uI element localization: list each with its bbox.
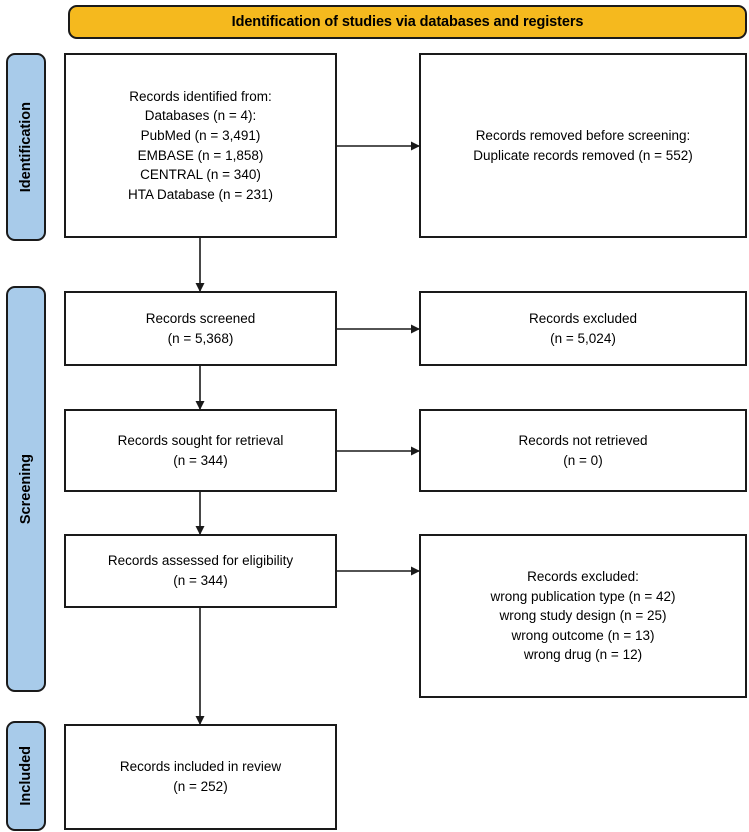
stage-label-included-text: Included (18, 746, 34, 806)
text-line: Records excluded (528, 310, 638, 326)
text-line: Records not retrieved (518, 432, 648, 448)
box-records-sought-for-retrieval: Records sought for retrieval (n = 344) (64, 409, 337, 492)
text-line: (n = 344) (173, 573, 228, 588)
text-line: wrong drug (n = 12) (523, 647, 643, 663)
text-line: Records included in review (119, 759, 282, 775)
text-line: Records assessed for eligibility (107, 553, 294, 569)
box-records-removed-before-screening-lines: Records removed before screening: Duplica… (429, 126, 737, 165)
text-line: (n = 0) (563, 452, 603, 468)
stage-label-screening: Screening (6, 286, 46, 692)
text-line: (n = 344) (173, 452, 228, 468)
box-records-included-in-review: Records included in review (n = 252) (64, 724, 337, 830)
box-records-included-in-review-lines: Records included in review (n = 252) (74, 757, 327, 796)
phase-banner-identification: Identification of studies via databases … (68, 5, 747, 39)
text-line: (n = 5,024) (550, 330, 616, 346)
box-records-sought-for-retrieval-lines: Records sought for retrieval (n = 344) (74, 431, 327, 470)
text-line: wrong outcome (n = 13) (511, 627, 655, 643)
text-line: wrong study design (n = 25) (499, 608, 667, 624)
text-line: Records removed before screening: (475, 127, 691, 143)
box-records-screened-lines: Records screened (n = 5,368) (74, 309, 327, 348)
box-records-not-retrieved: Records not retrieved (n = 0) (419, 409, 747, 492)
text-line: PubMed (n = 3,491) (140, 127, 261, 143)
box-records-excluded: Records excluded (n = 5,024) (419, 291, 747, 366)
text-line: Records sought for retrieval (117, 432, 284, 448)
text-line: wrong publication type (n = 42) (490, 588, 676, 604)
text-line: (n = 5,368) (167, 330, 234, 346)
box-records-assessed-for-eligibility-lines: Records assessed for eligibility (n = 344… (74, 551, 327, 590)
box-records-excluded-lines: Records excluded (n = 5,024) (429, 309, 737, 348)
box-records-identified: Records identified from: Databases (n = 4… (64, 53, 337, 238)
text-line: Databases (n = 4): (144, 108, 257, 124)
stage-label-screening-text: Screening (18, 453, 34, 525)
text-line: HTA Database (n = 231) (128, 186, 273, 202)
text-line: Duplicate records removed (n = 552) (473, 147, 693, 163)
text-line: Records screened (145, 310, 256, 326)
box-records-excluded-with-reasons-lines: Records excluded: wrong publication type … (429, 567, 737, 665)
box-records-excluded-with-reasons: Records excluded: wrong publication type … (419, 534, 747, 698)
box-records-identified-lines: Records identified from: Databases (n = 4… (74, 87, 327, 204)
text-line: Records excluded: (527, 569, 639, 585)
text-line: (n = 252) (173, 779, 228, 794)
box-records-screened: Records screened (n = 5,368) (64, 291, 337, 366)
text-line: CENTRAL (n = 340) (140, 167, 261, 183)
stage-label-identification-text: Identification (18, 101, 34, 193)
box-records-assessed-for-eligibility: Records assessed for eligibility (n = 344… (64, 534, 337, 608)
stage-label-included: Included (6, 721, 46, 831)
text-line: EMBASE (n = 1,858) (137, 147, 264, 163)
text-line: Records identified from: (129, 88, 272, 104)
stage-label-identification: Identification (6, 53, 46, 241)
box-records-removed-before-screening: Records removed before screening: Duplica… (419, 53, 747, 238)
phase-banner-label: Identification of studies via databases … (231, 14, 584, 30)
box-records-not-retrieved-lines: Records not retrieved (n = 0) (429, 431, 737, 470)
